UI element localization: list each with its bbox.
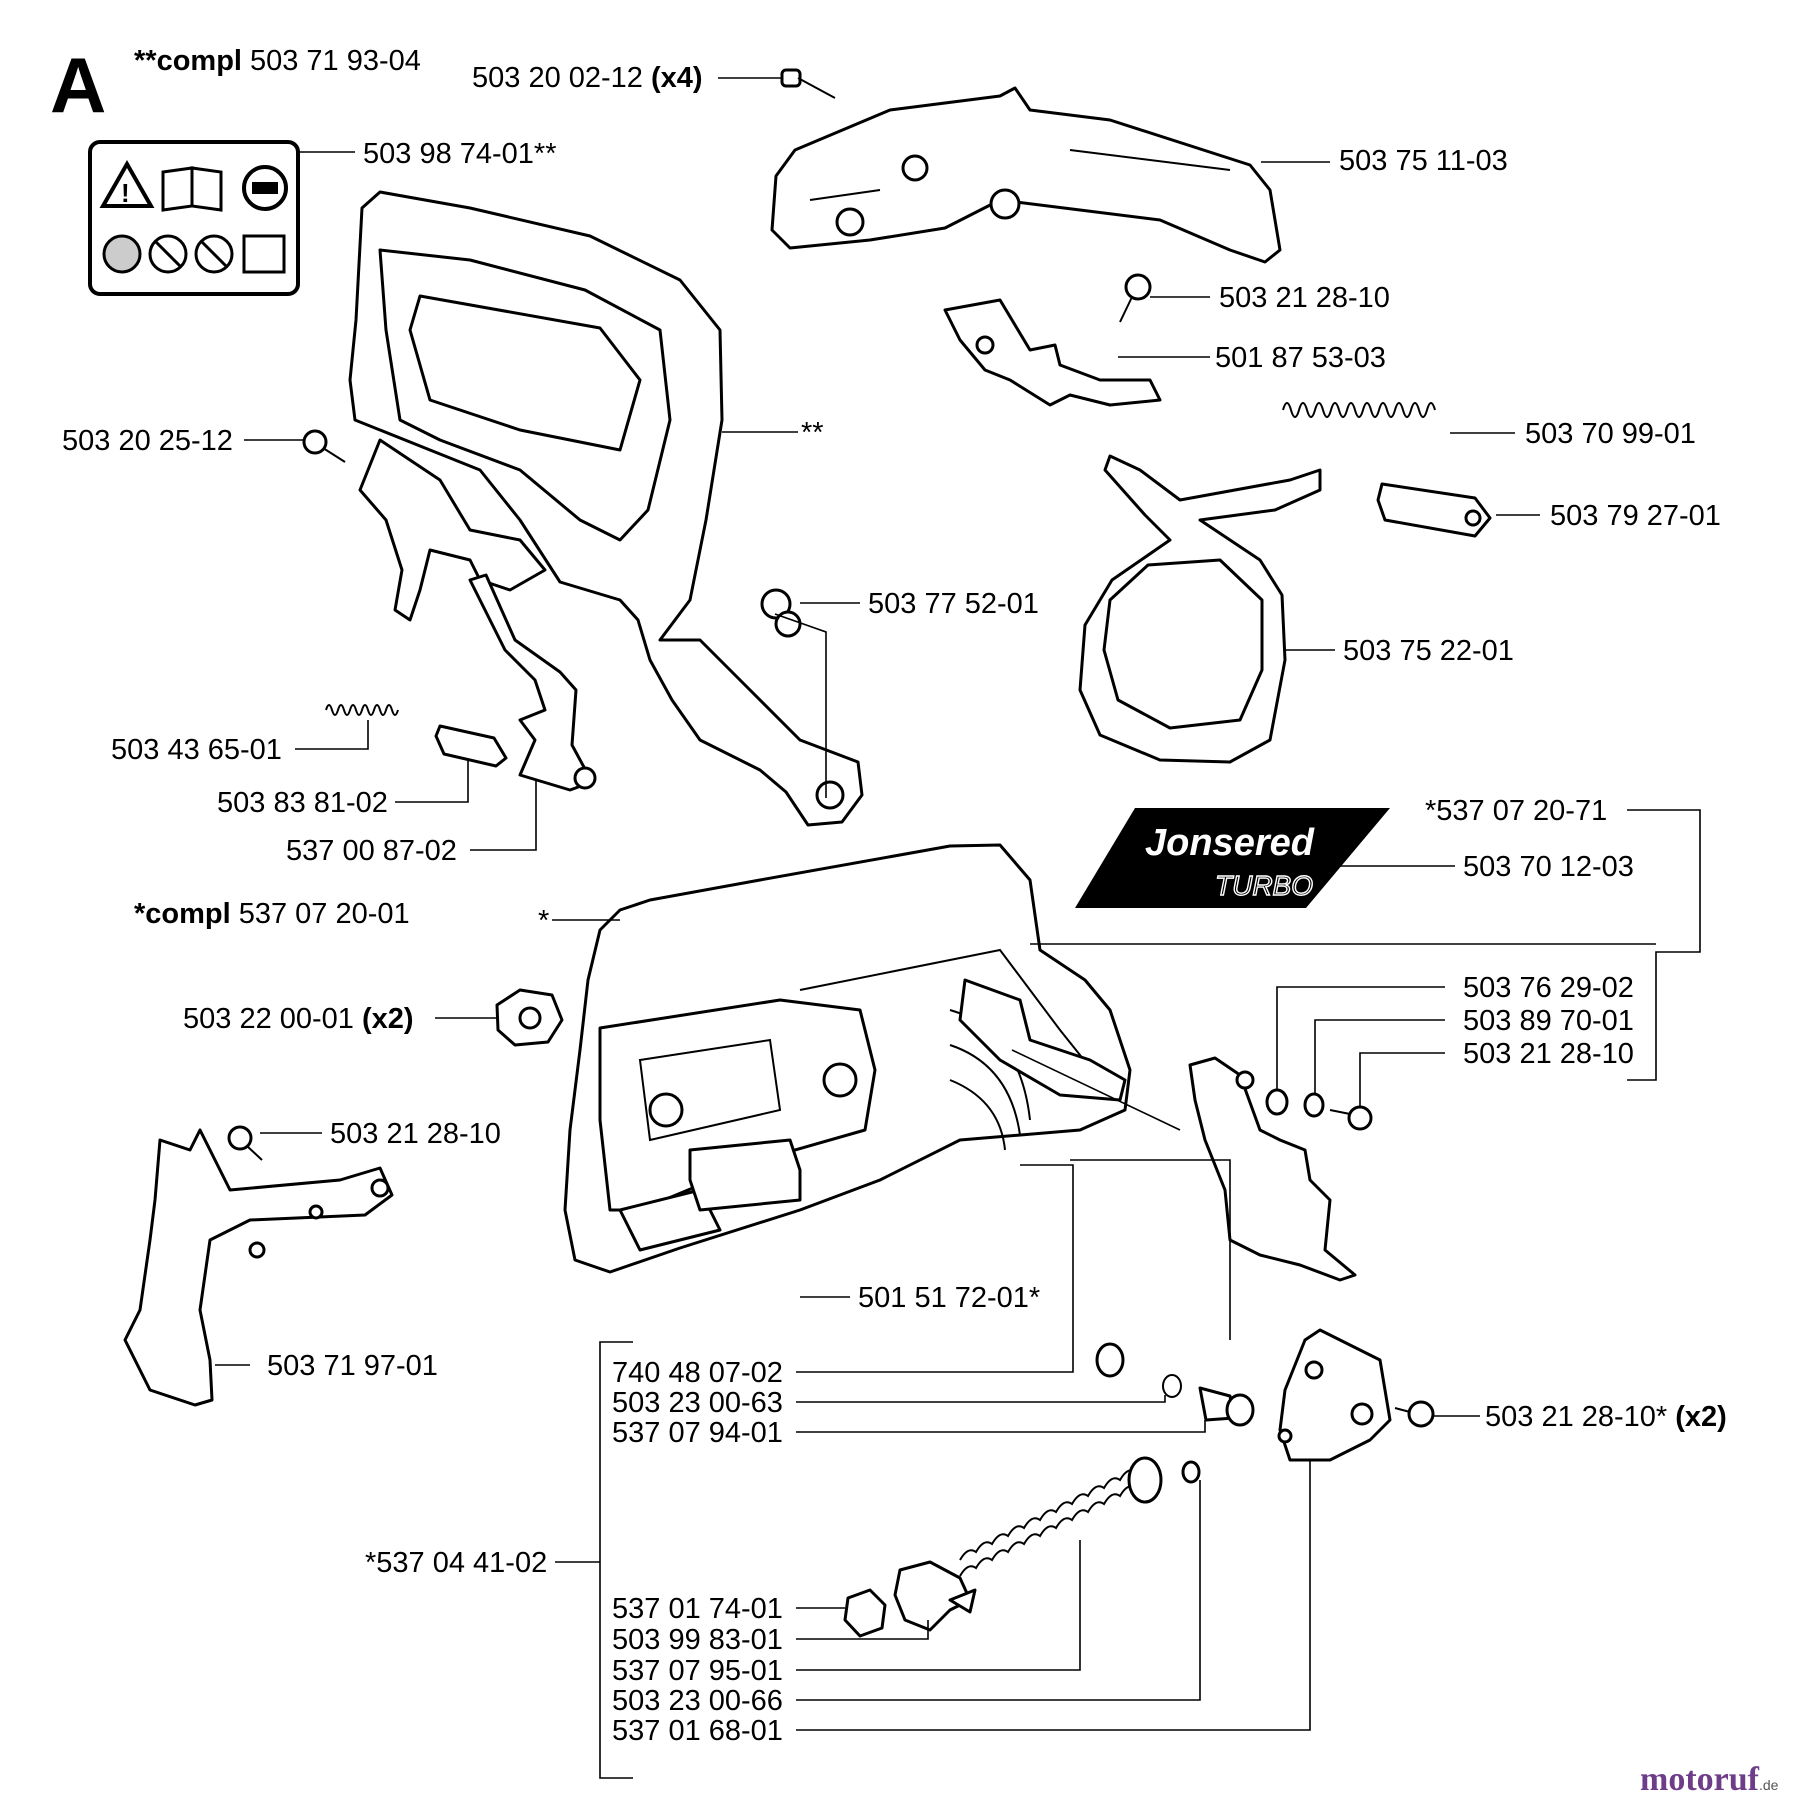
tensioner-plate-part [1277, 1328, 1392, 1462]
part-label: 503 79 27-01 [1550, 500, 1721, 532]
part-label: 503 76 29-02 [1463, 972, 1634, 1004]
warning-triangle-icon [99, 159, 155, 208]
tensioner-screw-part [959, 1456, 1201, 1577]
kit-number: 537 07 20-01 [239, 898, 410, 930]
part-label: 503 77 52-01 [868, 588, 1039, 620]
screw-part [780, 68, 836, 99]
part-label: 503 43 65-01 [111, 734, 282, 766]
cap-nut-part [843, 1588, 887, 1638]
trigger-lever-part [358, 438, 547, 622]
part-label: 537 01 68-01 [612, 1715, 783, 1747]
part-label: 503 21 28-10*(x2) [1485, 1401, 1727, 1433]
part-label: 503 21 28-10 [1463, 1038, 1634, 1070]
part-label: 503 20 02-12(x4) [472, 62, 703, 94]
part-label: 503 21 28-10 [1219, 282, 1390, 314]
rear-guard-handle-part [123, 1128, 394, 1407]
part-label: *537 04 41-02 [365, 1547, 547, 1579]
brake-lever-part [943, 298, 1162, 407]
screw-part [1119, 273, 1152, 323]
part-label: 503 23 00-66 [612, 1685, 783, 1717]
small-spring-part [325, 704, 399, 716]
kit-number: 503 71 93-04 [250, 45, 421, 77]
hand-guard-part [348, 190, 864, 827]
kit-prefix: *compl [134, 898, 231, 930]
part-label: 503 23 00-63 [612, 1387, 783, 1419]
part-label: 503 99 83-01 [612, 1624, 783, 1656]
screw-part [1394, 1400, 1435, 1428]
operator-icon [242, 234, 286, 274]
exclamation-icon: ! [121, 178, 130, 208]
part-label: 503 21 28-10 [330, 1118, 501, 1150]
decal-model: TURBO [1215, 870, 1313, 901]
tensioner-nut-part [893, 1560, 977, 1632]
band-link-part [1376, 482, 1492, 538]
rubber-pad-part [688, 1138, 802, 1212]
hearing-protection-icon [242, 165, 288, 211]
bushing-part [760, 588, 802, 638]
watermark: motoruf.de [1640, 1761, 1779, 1798]
part-label: 503 70 99-01 [1525, 418, 1696, 450]
warning-decal: ! [88, 140, 300, 296]
part-label: 503 20 25-12 [62, 425, 233, 457]
part-label: * [538, 905, 549, 937]
sleeve-part [434, 724, 508, 768]
screw-part [227, 1125, 263, 1161]
part-label: 537 07 95-01 [612, 1655, 783, 1687]
chain-brake-cover-part [770, 86, 1282, 264]
bar-nut-part [495, 988, 564, 1047]
brake-band-part [1078, 454, 1322, 764]
part-label: 503 89 70-01 [1463, 1005, 1634, 1037]
clutch-cover-part [563, 843, 1132, 1274]
part-label: 503 83 81-02 [217, 787, 388, 819]
part-label: 503 70 12-03 [1463, 851, 1634, 883]
screw-part [302, 429, 346, 463]
part-label: *537 07 20-71 [1425, 795, 1607, 827]
leader-lines [215, 77, 1701, 1779]
part-label: 537 00 87-02 [286, 835, 457, 867]
spring-part [1282, 402, 1436, 418]
part-label: 537 01 74-01 [612, 1593, 783, 1625]
gloves-icon [102, 234, 142, 274]
part-label: 503 22 00-01(x2) [183, 1003, 414, 1035]
lever-arm-part [468, 573, 597, 792]
part-label: 503 71 97-01 [267, 1350, 438, 1382]
watermark-name: motoruf.de [1640, 1761, 1779, 1798]
part-label: 501 87 53-03 [1215, 342, 1386, 374]
part-label: 503 98 74-01** [363, 138, 557, 170]
manual-book-icon [161, 166, 223, 212]
part-label: ** [801, 417, 824, 449]
pinion-part [1198, 1386, 1255, 1427]
part-label: 503 75 11-03 [1339, 145, 1508, 177]
part-label: 503 75 22-01 [1343, 635, 1514, 667]
decal-brand: Jonsered [1145, 822, 1315, 864]
part-label: 740 48 07-02 [612, 1357, 783, 1389]
kit-prefix: **compl [134, 45, 242, 77]
part-label: 501 51 72-01* [858, 1282, 1040, 1314]
part-label: 537 07 94-01 [612, 1417, 783, 1449]
section-letter: A [50, 41, 106, 129]
o-ring-part [1095, 1342, 1182, 1398]
washer-bushing-part [1265, 1088, 1373, 1131]
shield-plate-part [1188, 1056, 1357, 1282]
